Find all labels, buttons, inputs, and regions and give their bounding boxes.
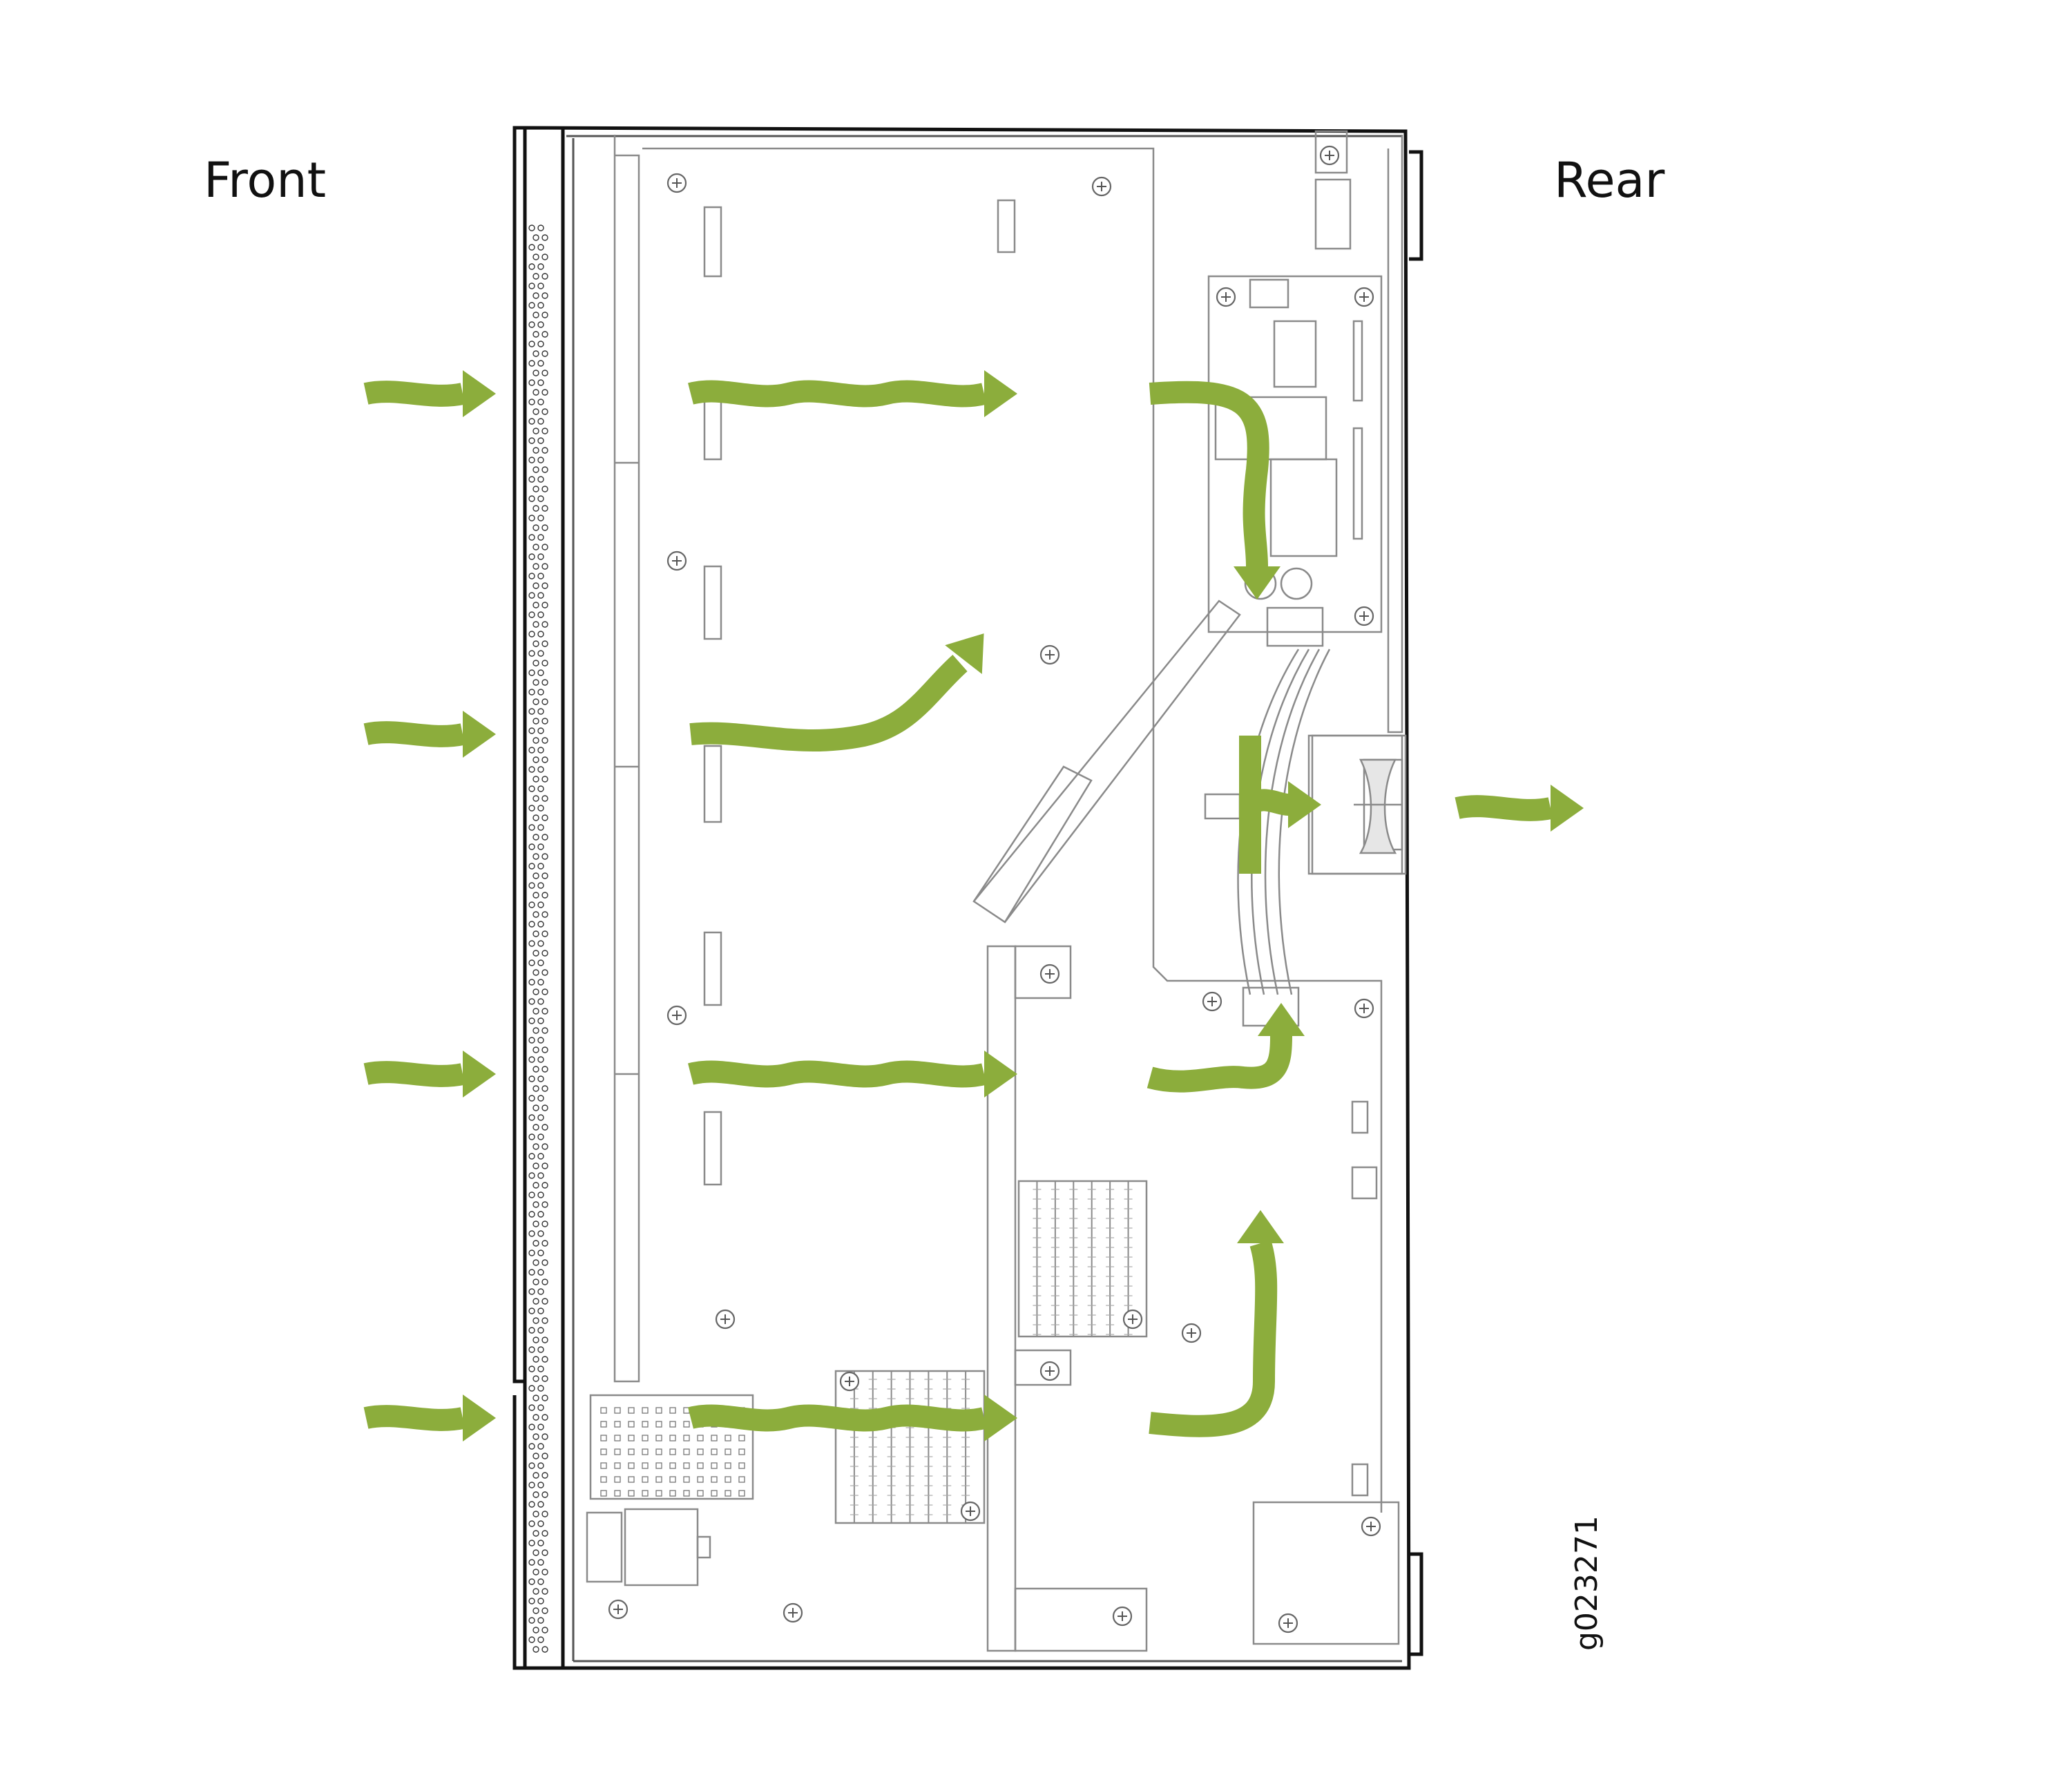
front-vent [528,224,548,1653]
upward-arrow [1149,1210,1284,1437]
front-label: Front [204,152,326,209]
fan-icon [1311,734,1407,875]
intake-arrow [363,1051,496,1098]
airflow-arrows [363,370,1584,1441]
intake-arrow [363,1395,496,1441]
internal-arrow [688,1395,1017,1441]
intake-arrow [363,370,496,417]
rear-label: Rear [1554,152,1665,209]
fan-inlet-arrow [1243,781,1321,828]
downward-arrow [1149,381,1280,600]
heatsinks [589,1180,1148,1524]
figure-id-label: g023271 [1569,1515,1604,1651]
internal-arrow [688,1051,1017,1098]
screws [608,145,1381,1634]
upward-arrow [1147,1003,1305,1093]
internal-components [586,130,1403,1652]
rising-arrow [689,633,984,751]
exhaust-arrow [1455,785,1584,832]
intake-arrow [363,711,496,758]
internal-arrow [688,370,1017,417]
chassis [512,126,1423,1670]
